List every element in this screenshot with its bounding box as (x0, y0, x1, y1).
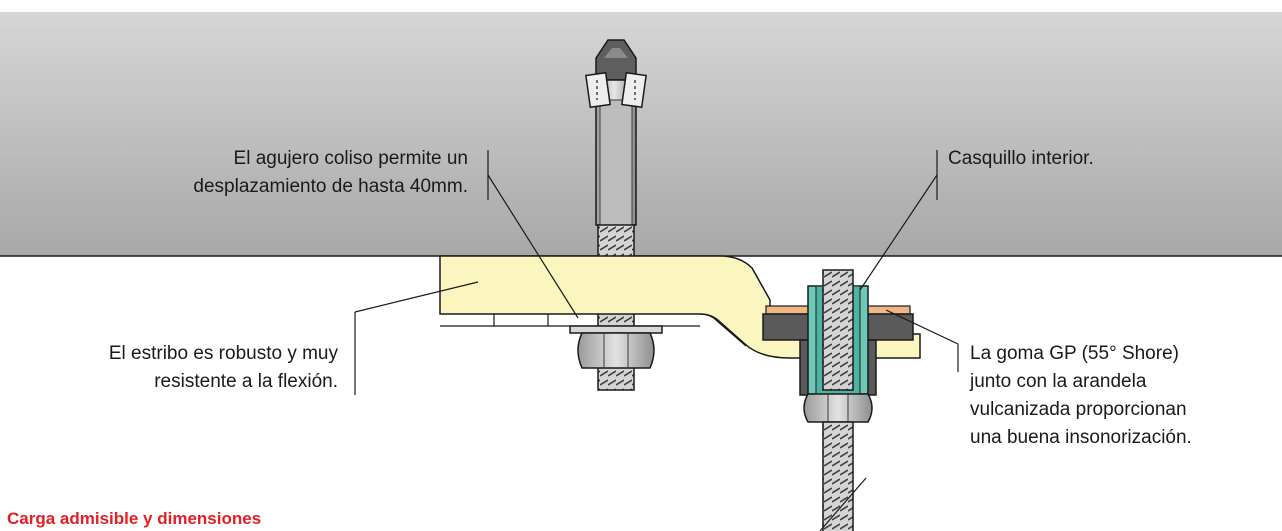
label-stirrup: El estribo es robusto y muy resistente a… (20, 340, 338, 396)
label-stirrup-line1: El estribo es robusto y muy (108, 343, 338, 364)
label-rubber-isolation: La goma GP (55° Shore) junto con la aran… (970, 340, 1192, 452)
label-rubber-line4: una buena insonorización. (970, 427, 1192, 448)
expansion-clip-right (621, 71, 647, 109)
label-rubber-line1: La goma GP (55° Shore) (970, 343, 1179, 364)
flat-washer (569, 325, 663, 334)
section-heading: Carga admisible y dimensiones (7, 509, 262, 528)
hanger-rod-lower (822, 421, 854, 531)
concrete-slab (0, 12, 1282, 256)
label-slot-line2: desplazamiento de hasta 40mm. (193, 176, 468, 197)
label-rubber-line2: junto con la arandela (970, 371, 1147, 392)
label-slot-line1: El agujero coliso permite un (233, 148, 468, 169)
label-rubber-line3: vulcanizada proporcionan (970, 399, 1187, 420)
hanger-threaded-rod (822, 269, 854, 391)
tail-leader (819, 477, 867, 531)
label-stirrup-line2: resistente a la flexión. (154, 371, 338, 392)
label-slot-adjustment: El agujero coliso permite un desplazamie… (100, 145, 468, 201)
expansion-clip-left (585, 71, 611, 109)
leader-lines (354, 150, 959, 531)
label-bushing-line1: Casquillo interior. (948, 148, 1094, 169)
hanger-nut (803, 393, 873, 423)
rubber-isolator (762, 269, 914, 531)
hex-nut (577, 332, 655, 369)
label-inner-bushing: Casquillo interior. (948, 145, 1094, 173)
